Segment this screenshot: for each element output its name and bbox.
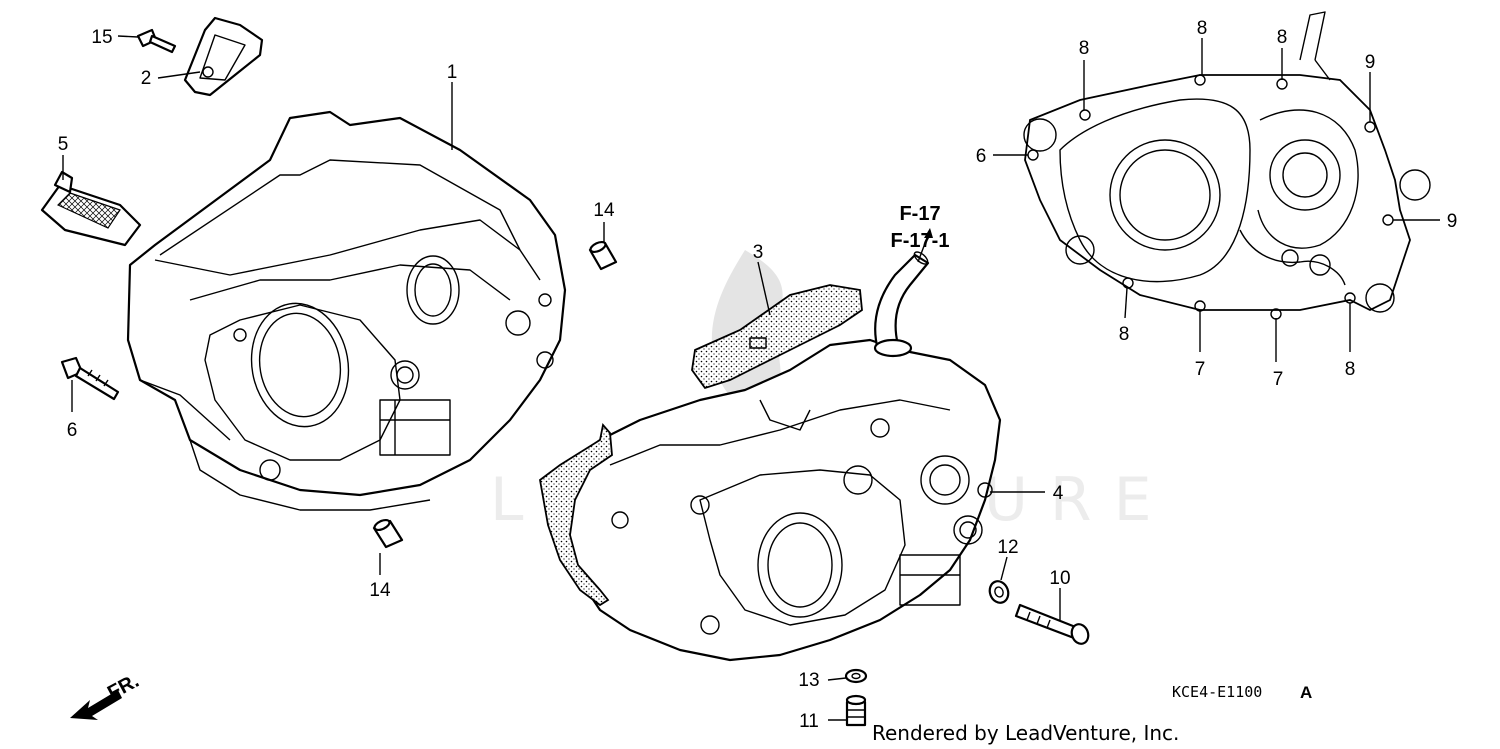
cover-plate-part-2 — [183, 16, 264, 97]
washer-part-13 — [844, 668, 868, 684]
callout-3: 3 — [753, 242, 764, 263]
dowel-pin-part-14-upper — [588, 240, 618, 271]
callout-14-upper: 14 — [593, 200, 615, 221]
callout-8-a: 8 — [1079, 38, 1090, 59]
callout-9-a: 9 — [1365, 52, 1376, 73]
leader-lines — [62, 35, 1440, 721]
bolt-part-15 — [136, 28, 177, 54]
callout-6-left: 6 — [67, 420, 78, 441]
callout-8-d: 8 — [1119, 324, 1130, 345]
breather-tube — [873, 251, 930, 358]
callout-7-a: 7 — [1195, 359, 1206, 380]
callout-12: 12 — [997, 537, 1018, 558]
callout-8-b: 8 — [1197, 18, 1208, 39]
callout-13: 13 — [798, 670, 819, 691]
callout-7-b: 7 — [1273, 369, 1284, 390]
callout-8-e: 8 — [1345, 359, 1356, 380]
callout-10: 10 — [1049, 568, 1070, 589]
bolt-part-10 — [1014, 603, 1090, 645]
bolt-part-6-left — [60, 356, 120, 401]
callout-9-b: 9 — [1447, 211, 1458, 232]
dowel-pin-part-14-lower — [372, 518, 404, 549]
callout-6-right: 6 — [976, 146, 987, 167]
callout-15: 15 — [91, 27, 112, 48]
gasket-part-3 — [691, 284, 863, 390]
diagram-code: KCE4-E1100 — [1172, 683, 1262, 701]
callout-4: 4 — [1053, 483, 1064, 504]
callout-2: 2 — [141, 68, 152, 89]
drain-bolt-part-11 — [845, 694, 867, 727]
left-crankcase — [126, 110, 567, 511]
reference-f17: F-17 — [899, 203, 940, 225]
washer-part-12 — [988, 580, 1010, 604]
reference-f17-1: F-17-1 — [891, 230, 950, 252]
callout-1: 1 — [447, 62, 458, 83]
render-credit: Rendered by LeadVenture, Inc. — [872, 721, 1179, 745]
crankcase-outline-view — [1023, 11, 1431, 320]
right-crankcase — [558, 338, 1002, 662]
crankcase-gasket — [539, 423, 613, 607]
strainer-part-5 — [40, 170, 142, 247]
front-direction-arrow-icon — [70, 690, 122, 720]
callout-5: 5 — [58, 134, 69, 155]
diagram-code-suffix: A — [1300, 683, 1312, 702]
callout-14-lower: 14 — [369, 580, 391, 601]
callout-11: 11 — [799, 711, 819, 732]
callout-8-c: 8 — [1277, 27, 1288, 48]
